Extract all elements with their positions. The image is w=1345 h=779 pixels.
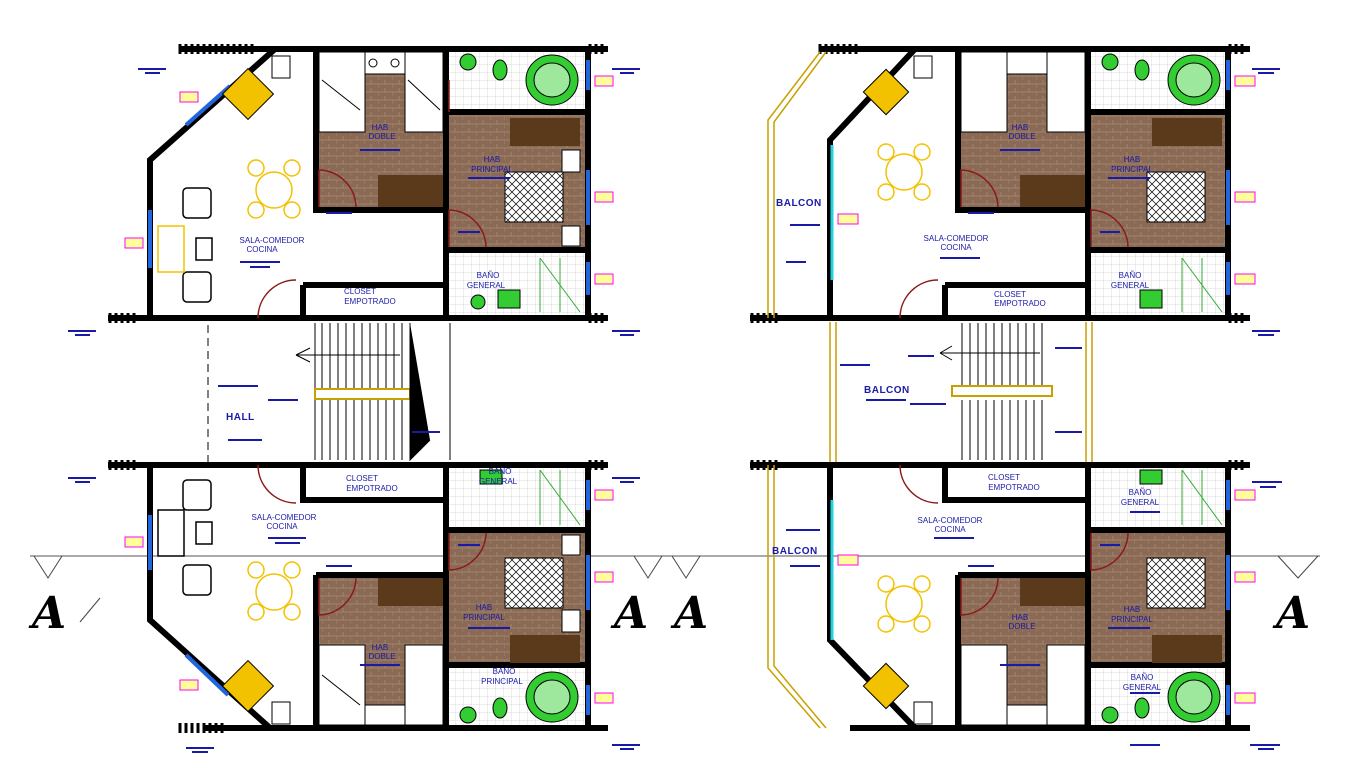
label-closet-2: CLOSET — [346, 474, 378, 483]
label-bano-6: BAÑO — [1119, 271, 1142, 280]
label-empotrado-3: EMPOTRADO — [994, 299, 1046, 308]
label-empotrado-4: EMPOTRADO — [988, 483, 1040, 492]
label-balcon-3: BALCON — [772, 546, 818, 557]
label-principal-room-2: PRINCIPAL — [463, 613, 505, 622]
right-building — [750, 44, 1256, 731]
label-general-9: GENERAL — [1123, 683, 1162, 692]
label-hall: HALL — [226, 412, 255, 423]
label-bano-1: BAÑO — [477, 271, 500, 280]
label-hab-7: HAB — [1012, 613, 1028, 622]
left-building — [108, 44, 614, 733]
stairs-right — [939, 323, 1053, 460]
label-empotrado-2: EMPOTRADO — [346, 484, 398, 493]
label-cocina-2: COCINA — [266, 522, 298, 531]
label-cocina-4: COCINA — [934, 525, 966, 534]
label-closet-3: CLOSET — [994, 290, 1026, 299]
label-sala-comedor-2: SALA-COMEDOR — [252, 513, 317, 522]
label-principal-3: PRINCIPAL — [481, 677, 523, 686]
label-principal-room-8: PRINCIPAL — [1111, 615, 1153, 624]
label-sala-comedor: SALA-COMEDOR — [240, 236, 305, 245]
label-cocina: COCINA — [246, 245, 278, 254]
label-closet-4: CLOSET — [988, 473, 1020, 482]
stairs-left — [295, 323, 451, 462]
label-balcon-1: BALCON — [776, 198, 822, 209]
label-general-8: GENERAL — [1121, 498, 1160, 507]
label-hab-3: HAB — [372, 643, 388, 652]
label-doble-3: DOBLE — [368, 652, 395, 661]
label-sala-comedor-4: SALA-COMEDOR — [918, 516, 983, 525]
annotation-marks — [68, 68, 1282, 753]
label-empotrado: EMPOTRADO — [344, 297, 396, 306]
label-hab-6: HAB — [1124, 155, 1140, 164]
section-mark-left: A — [28, 588, 66, 639]
label-doble-5: DOBLE — [1008, 132, 1035, 141]
label-hab-5: HAB — [1012, 123, 1028, 132]
label-hab-4: HAB — [476, 603, 492, 612]
section-mark-mid-2: A — [670, 588, 708, 639]
label-general-1: GENERAL — [467, 281, 506, 290]
label-hab-8: HAB — [1124, 605, 1140, 614]
section-mark-right: A — [1272, 588, 1310, 639]
label-principal-room-1: PRINCIPAL — [471, 165, 513, 174]
label-bano-9: BAÑO — [1131, 673, 1154, 682]
label-cocina-3: COCINA — [940, 243, 972, 252]
label-hab-2: HAB — [484, 155, 500, 164]
label-hab-1: HAB — [372, 123, 388, 132]
label-bano-8: BAÑO — [1129, 488, 1152, 497]
label-sala-comedor-3: SALA-COMEDOR — [924, 234, 989, 243]
label-doble-7: DOBLE — [1008, 622, 1035, 631]
label-general-2: GENERAL — [479, 477, 518, 486]
section-mark-mid-1: A — [610, 588, 648, 639]
label-principal-room-6: PRINCIPAL — [1111, 165, 1153, 174]
label-bano-2: BAÑO — [489, 467, 512, 476]
label-doble-1: DOBLE — [368, 132, 395, 141]
label-closet: CLOSET — [344, 287, 376, 296]
label-balcon-2: BALCON — [864, 385, 910, 396]
label-bano-3: BAÑO — [493, 667, 516, 676]
label-general-6: GENERAL — [1111, 281, 1150, 290]
